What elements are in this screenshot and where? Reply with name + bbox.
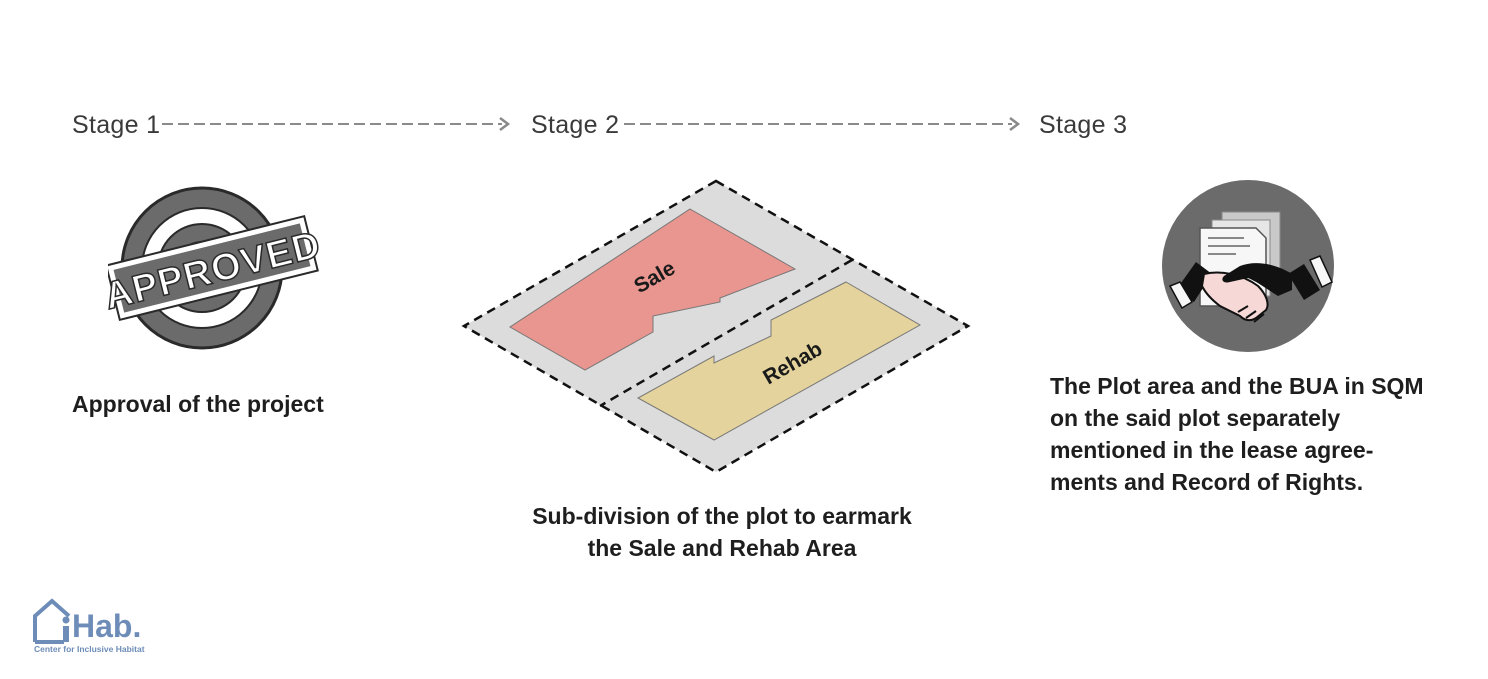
stage-2-caption-line-2: the Sale and Rehab Area bbox=[587, 535, 857, 561]
sale-area bbox=[509, 208, 797, 371]
handshake-document-icon bbox=[1162, 180, 1334, 352]
stage-2-caption: Sub-division of the plot to earmark the … bbox=[526, 500, 918, 564]
plot-subdivision-diagram: Sale Rehab bbox=[461, 179, 971, 474]
stage-3-caption-line-2: on the said plot separately bbox=[1050, 405, 1341, 431]
approved-stamp-icon: APPROVED bbox=[108, 186, 326, 350]
stage-3-caption-line-3: mentioned in the lease agree- bbox=[1050, 437, 1374, 463]
plot-boundary bbox=[461, 179, 971, 474]
stage-1-caption: Approval of the project bbox=[72, 391, 324, 417]
plot-division-line bbox=[599, 258, 853, 408]
stage-3-caption-line-4: ments and Record of Rights. bbox=[1050, 469, 1364, 495]
stage-3-label: Stage 3 bbox=[1039, 111, 1128, 139]
stage-1-to-2-arrow bbox=[162, 117, 511, 131]
ihab-logo: Hab. Center for Inclusive Habitat bbox=[30, 596, 170, 658]
stage-2-to-3-arrow bbox=[624, 117, 1021, 131]
stage-2-label: Stage 2 bbox=[531, 111, 620, 139]
stage-3-caption-line-1: The Plot area and the BUA in SQM bbox=[1050, 373, 1424, 399]
logo-text: Hab. bbox=[72, 608, 142, 644]
stage-2-caption-line-1: Sub-division of the plot to earmark bbox=[532, 503, 912, 529]
stage-3-caption: The Plot area and the BUA in SQM on the … bbox=[1050, 370, 1424, 498]
rehab-area bbox=[636, 281, 922, 441]
house-logo-icon bbox=[33, 598, 71, 644]
stage-1-label: Stage 1 bbox=[72, 111, 161, 139]
logo-tagline: Center for Inclusive Habitat bbox=[34, 644, 145, 654]
